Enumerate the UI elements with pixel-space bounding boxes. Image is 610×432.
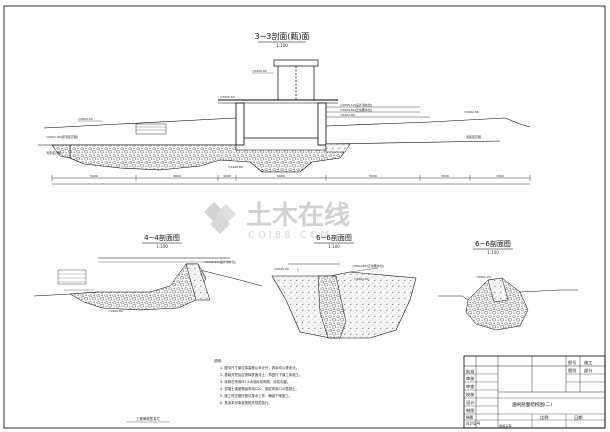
section-6-6-title: 6~6剖面图 — [475, 239, 511, 248]
tb-row-6: 描图 — [466, 415, 474, 420]
section-3-3: 3~3剖面(甄)面 1:100 — [38, 31, 531, 185]
section-6-6: 6~6剖面图 1:100 ▽2001.20 — [438, 239, 578, 331]
tb-drawing-name: 涵闸剖面结构图(二) — [512, 401, 553, 408]
dim-d: 6000 — [277, 174, 285, 178]
dim-a: 5000 — [90, 174, 98, 178]
dim-b: 4000 — [173, 174, 181, 178]
tb-row-5: 制图 — [466, 407, 474, 414]
section-4-4-scale: 1:100 — [156, 244, 168, 249]
tb-date-label: 日期 — [574, 415, 582, 421]
section-5-5-w2: ▽2004.80(正常蓄水位) — [352, 263, 384, 268]
watermark-subtext: COI88.COM — [248, 230, 332, 241]
section-4-4-w1: ▽2005.10(设计洪水位) — [204, 259, 236, 264]
note-line-4: 4. 混凝土强度等级采用C20，垫层采用C10混凝土。 — [220, 386, 299, 391]
elev-w1: ▽2005.10(设计洪水位) — [340, 102, 372, 107]
tb-right-0: 图号 — [568, 360, 576, 366]
note-line-2: 2. 基础开挖后应清除表面浮土，再进行下道工序施工。 — [220, 372, 302, 377]
elev-left-bed: ▽2001.00(原河底高程) — [46, 134, 78, 139]
section-3-3-scale: 1:100 — [276, 43, 288, 48]
section-6-6-elev: ▽2001.20 — [476, 275, 491, 279]
elev-top-frame: ▽2009.00 — [252, 69, 267, 73]
elev-left-crest: ▽2003.20 — [78, 117, 93, 121]
tb-row-3: 校核 — [466, 391, 475, 398]
tb-row-4: 设计 — [466, 399, 474, 406]
watermark-text: 土木在线 — [246, 201, 350, 231]
tb-scale-label: 比例 — [540, 414, 548, 421]
note-line-5: 5. 施工时应做好基坑排水工作，确保干地施工。 — [220, 393, 292, 398]
elev-bottom: ▽1999.80 — [228, 165, 243, 169]
tb-row-1: 审核 — [466, 375, 475, 382]
section-4-4: 4~4剖面图 1:100 ▽1999.80 ▽2005.10(设计洪水位) — [33, 233, 263, 313]
section-4-4-title: 4~4剖面图 — [144, 233, 180, 242]
title-block — [463, 355, 606, 429]
note-line-3: 3. 浆砌石采用M7.5水泥砂浆砌筑，砂浆勾缝。 — [220, 379, 290, 384]
dimension-chain — [51, 175, 531, 185]
section-4-4-rockfill — [69, 263, 207, 311]
section-5-5-title: 6~6剖面图 — [316, 233, 352, 242]
water-levels — [326, 106, 430, 118]
tb-row-7: 设计证号 — [466, 421, 481, 426]
tb-row-0: 批准 — [466, 368, 474, 375]
tb-right-1: 施工 — [584, 359, 592, 366]
note-line-1: 1. 图中尺寸单位除高程以米计外，其余均以毫米计。 — [220, 365, 299, 370]
tb-row-8: 资质证号 — [499, 424, 512, 429]
section-4-4-bottom-elev: ▽1999.80 — [108, 309, 123, 313]
dim-e: 5000 — [369, 174, 377, 178]
dim-g: 1500 — [496, 174, 504, 178]
notes-header: 说明： — [214, 358, 224, 363]
tb-row-2: 审查 — [466, 383, 475, 390]
section-5-5: 6~6剖面图 1:100 ▽2004.80(正常蓄水位) ▽2002.80 ▽2… — [271, 233, 417, 339]
foundation-rockfill — [69, 143, 351, 173]
elev-deck: ▽2005.60 — [220, 95, 235, 99]
bed-label-left: 河床底高程 — [46, 150, 61, 155]
dim-f: 3000 — [441, 174, 449, 178]
note-line-6: 6. 其余未尽事宜按相关规范执行。 — [220, 400, 272, 405]
section-5-5-mass — [271, 271, 417, 339]
sheet-border — [3, 5, 606, 429]
section-5-5-deck: ▽2005.60 — [274, 267, 289, 271]
section-5-5-crest: ▽2002.80 — [354, 277, 369, 281]
tb-right-3: 部分 — [584, 367, 593, 374]
section-3-3-title: 3~3剖面(甄)面 — [254, 31, 309, 41]
elev-w3: ▽2003.60 — [340, 113, 355, 117]
tb-right-2: 图别 — [568, 367, 576, 374]
footer-caption: 工程审核签名栏 — [136, 416, 160, 421]
bed-label-right: 河床底高程 — [466, 134, 481, 139]
watermark: 土木在线 COI88.COM — [204, 201, 350, 241]
section-6-6-scale: 1:100 — [487, 250, 499, 255]
design-notes: 说明： 1. 图中尺寸单位除高程以米计外，其余均以毫米计。 2. 基础开挖后应清… — [214, 358, 302, 405]
gate-hoist-frame — [273, 59, 319, 100]
elev-right-crest: ▽2002.80 — [464, 110, 479, 114]
section-5-5-scale: 1:100 — [328, 244, 340, 249]
dim-c: 1000 — [223, 174, 231, 178]
elev-w2: ▽2004.80(正常蓄水位) — [340, 107, 372, 112]
